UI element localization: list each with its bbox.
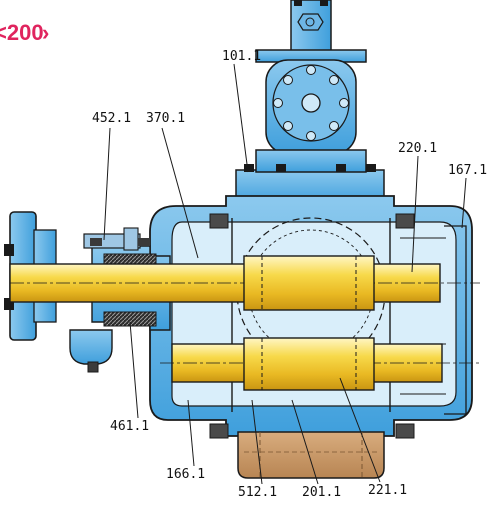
- page-tag-chevron: ›: [42, 20, 49, 45]
- bottom-bushing: [237, 431, 385, 479]
- hex-nut: [297, 13, 324, 31]
- callout-labels: 101.1 452.1 370.1 220.1 167.1 461.1 166.…: [92, 49, 487, 500]
- page-tag: <200 ›: [0, 20, 49, 45]
- callout-370-1: 370.1: [146, 111, 185, 126]
- callout-220-1: 220.1: [398, 141, 437, 156]
- callout-167-1: 167.1: [448, 163, 487, 178]
- callout-221-1: 221.1: [368, 483, 407, 498]
- page-tag-text: <200: [0, 20, 44, 45]
- pump-casing: [149, 195, 473, 439]
- top-valve-assembly: [235, 0, 385, 205]
- callout-201-1: 201.1: [302, 485, 341, 500]
- callout-452-1: 452.1: [92, 111, 131, 126]
- valve-bolt-circle: [273, 65, 349, 141]
- callout-166-1: 166.1: [166, 467, 205, 482]
- leader-lines: [103, 63, 467, 485]
- drive-shaft: [9, 255, 480, 311]
- callout-461-1: 461.1: [110, 419, 149, 434]
- callout-101-1: 101.1: [222, 49, 261, 64]
- drip-cup: [69, 329, 113, 365]
- gland-bolts: [90, 238, 150, 246]
- idler-shaft: [160, 337, 480, 391]
- callout-512-1: 512.1: [238, 485, 277, 500]
